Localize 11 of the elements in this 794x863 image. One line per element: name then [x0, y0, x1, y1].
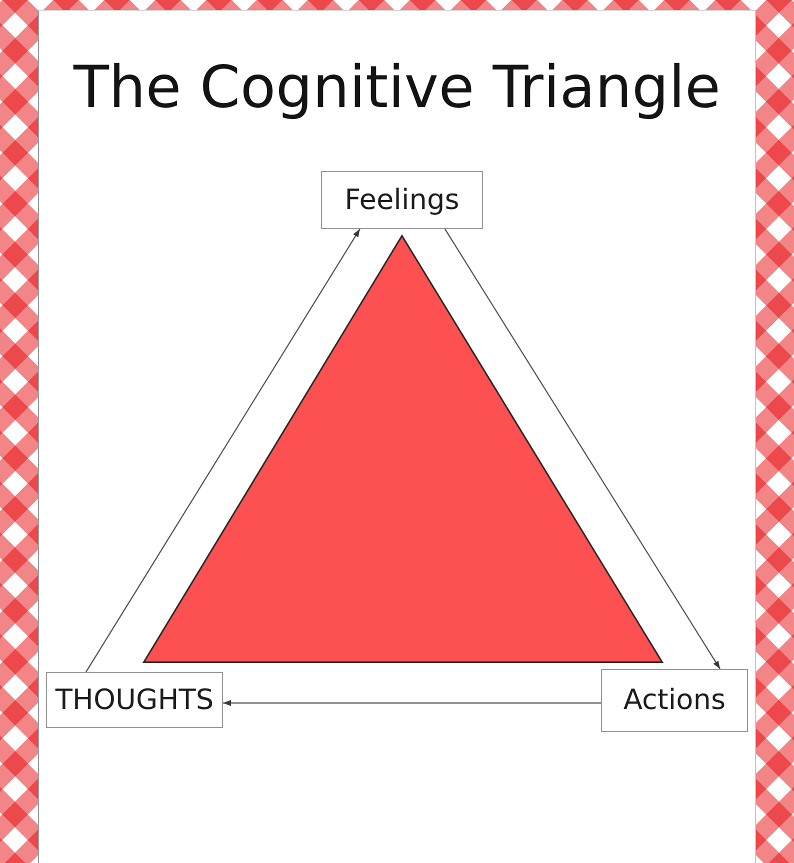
node-label: THOUGHTS: [55, 684, 214, 716]
node-label: Feelings: [344, 184, 460, 216]
triangle: [143, 235, 663, 663]
label-box: [46, 672, 223, 728]
title: The Cognitive Triangle: [73, 56, 721, 120]
arrow: [444, 228, 721, 670]
label-box: [601, 669, 748, 732]
label-box: [321, 171, 483, 229]
node-label: Actions: [623, 684, 726, 717]
arrow: [223, 700, 601, 706]
arrow: [85, 228, 360, 672]
